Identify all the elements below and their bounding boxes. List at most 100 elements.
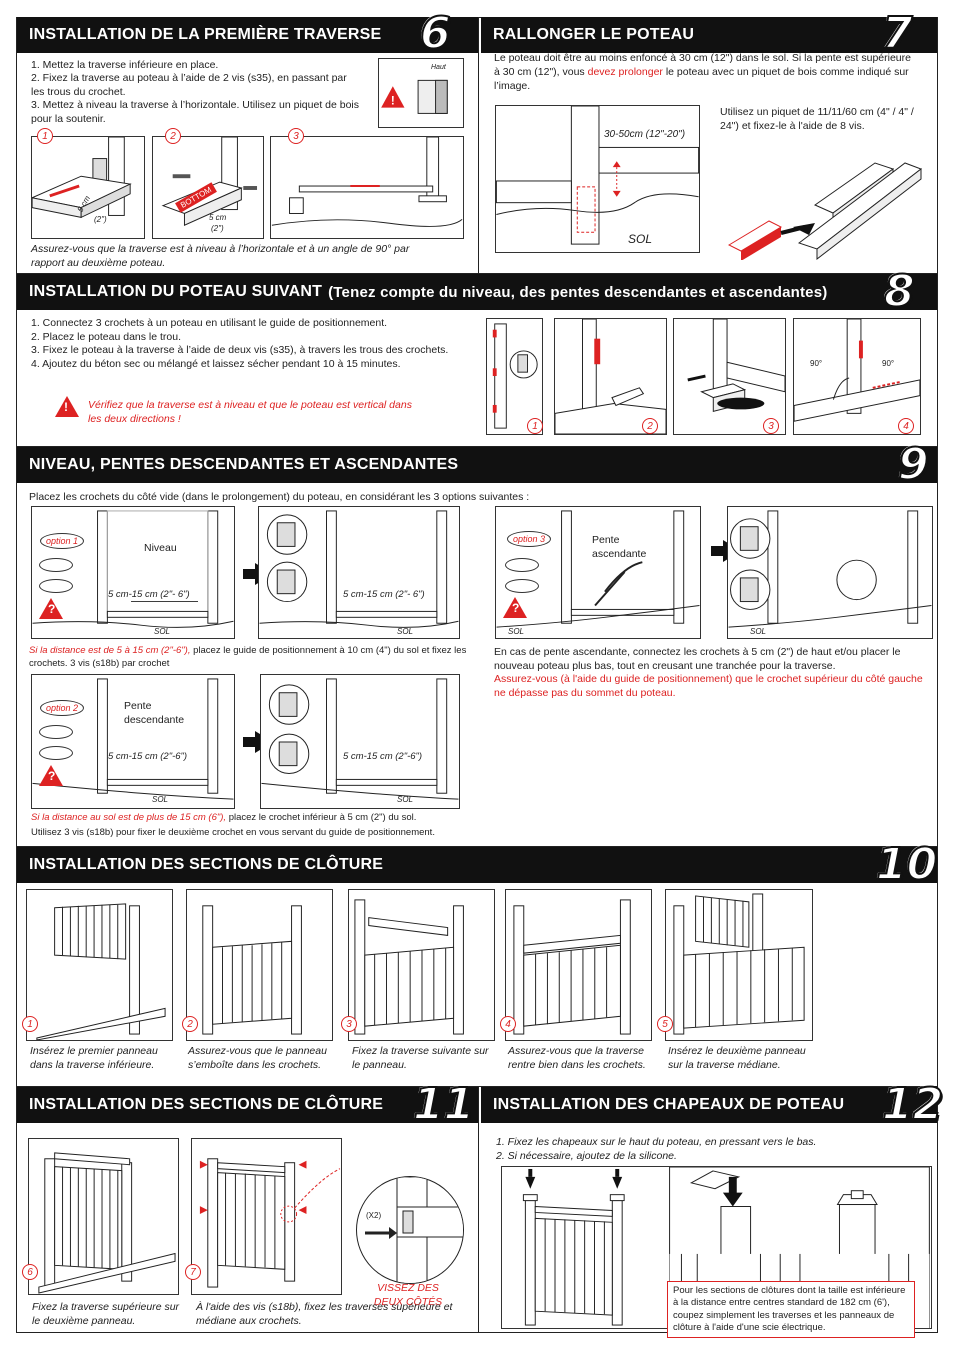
s9-sol-6: SOL [750,627,767,636]
s10-fig-num-4: 4 [500,1016,516,1032]
s9-range-1: 5 cm-15 cm (2"- 6") [108,589,190,600]
step-number-11: 11 [412,1079,475,1130]
section-6-title: INSTALLATION DE LA PREMIÈRE TRAVERSE [29,26,382,43]
s9-option1-question-icon: ? [39,598,63,619]
s9-range-2: 5 cm-15 cm (2"- 6") [343,589,425,600]
s10-figure-4 [505,889,652,1041]
s6-s7-divider [478,17,479,273]
s11-vissez-label: VISSEZ DES DEUX CÔTÉS [373,1282,443,1309]
step-number-9: 9 [897,439,930,490]
s9-sol-1: SOL [154,627,171,636]
s9-option2-badge: option 2 [40,700,85,716]
s12-step-2: 2. Si nécessaire, ajoutez de la silicone… [496,1150,677,1162]
s9-option1-badge: option 1 [40,533,85,549]
row4-divider [17,1086,938,1087]
s9-option3-question-icon: ? [503,597,527,618]
section-11-title: INSTALLATION DES SECTIONS DE CLÔTURE [29,1096,384,1113]
s7-stake-illustration [725,135,935,261]
s10-caption-4: Assurez-vous que la traverse rentre bien… [508,1045,646,1072]
step-number-10: 10 [875,839,938,890]
row1-divider [17,273,938,274]
s8-warning-text: Vérifiez que la traverse est à niveau et… [88,399,412,426]
s7-side-text: Utilisez un piquet de 11/11/60 cm (4" / … [720,106,914,133]
section-9-title: NIVEAU, PENTES DESCENDANTES ET ASCENDANT… [29,456,459,473]
s9-sol-5: SOL [508,627,525,636]
s6-bracket-illustration: ! Haut [378,58,464,128]
s7-sol-label: SOL [628,232,653,246]
s9-option3-badge: option 3 [507,531,552,547]
s11-detail-circle [356,1176,464,1284]
s7-depth-label: 30-50cm (12"-20") [604,129,686,140]
s10-fig-num-5: 5 [657,1016,673,1032]
s6-fig2-dim: 5 cm [209,213,227,222]
s8-figure-3 [673,318,786,435]
s8-fig-num-4: 4 [898,418,914,434]
section-9-header: NIVEAU, PENTES DESCENDANTES ET ASCENDANT… [17,447,937,483]
s8-figure-1 [486,318,543,435]
s6-step-2: 2. Fixez la traverse au poteau à l’aide … [31,72,347,99]
s10-caption-1: Insérez le premier panneau dans la trave… [30,1045,158,1072]
s9-sol-4: SOL [397,795,414,804]
section-7-title: RALLONGER LE POTEAU [493,26,695,43]
s6-fig-num-3: 3 [288,128,304,144]
section-10-header: INSTALLATION DES SECTIONS DE CLÔTURE [17,847,937,883]
s8-step-4: 4. Ajoutez du béton sec ou mélangé et la… [31,358,401,370]
step-number-6: 6 [419,8,452,59]
s6-caption: Assurez-vous que la traverse est à nivea… [31,243,410,270]
s9-note1-text: placez le guide de positionnement à 10 c… [29,645,467,669]
s9-option2-oval-1 [39,725,73,739]
s11-caption-6: Fixez la traverse supérieure sur le deux… [32,1301,180,1328]
s9-option1-detail-figure: 5 cm-15 cm (2"- 6") SOL [258,506,460,639]
section-6-header: INSTALLATION DE LA PREMIÈRE TRAVERSE [17,17,478,53]
svg-text:!: ! [391,95,395,108]
s8-figure-4: 90° 90° [793,318,921,435]
s7-text-a: Le poteau doit être au moins enfoncé à 3… [494,52,911,79]
s10-fig-num-1: 1 [22,1016,38,1032]
s9-option3-oval-1 [505,558,539,572]
s10-fig-num-2: 2 [182,1016,198,1032]
s9-option3-detail-figure: SOL [727,506,933,639]
s9-q-2: ? [48,769,56,783]
s9-note2-red: Si la distance au sol est de plus de 15 … [31,812,227,823]
s9-option1-oval-1 [39,558,73,572]
s9-option1-oval-2 [39,579,73,593]
step-number-8: 8 [883,266,916,317]
s8-fig-num-3: 3 [763,418,779,434]
s9-sol-2: SOL [397,627,414,636]
s9-option2-label: Pente descendante [124,700,185,727]
s9-note-2b: Utilisez 3 vis (s18b) pour fixer le deux… [31,827,435,838]
s9-q-3: ? [512,601,520,615]
row3-divider [17,846,938,847]
s8-figure-2 [554,318,667,435]
s9-option2-oval-2 [39,746,73,760]
s10-fig-num-3: 3 [341,1016,357,1032]
s6-figure-3 [270,136,464,239]
section-12-header: INSTALLATION DES CHAPEAUX DE POTEAU [481,1087,937,1123]
step-number-7: 7 [881,8,914,59]
s7-text: Le poteau doit être au moins enfoncé à 3… [494,51,919,94]
s8-fig-num-1: 1 [527,418,543,434]
step-number-12: 12 [881,1079,944,1130]
s9-intro: Placez les crochets du côté vide (dans l… [29,491,530,503]
section-8-subtitle: (Tenez compte du niveau, des pentes desc… [328,283,828,301]
section-8-header: INSTALLATION DU POTEAU SUIVANT (Tenez co… [17,274,937,310]
s11-x2-label: (X2) [366,1211,382,1220]
s6-fig-num-2: 2 [165,128,181,144]
s10-figure-1 [26,889,173,1041]
s6-fig2-dim-inch: (2") [211,224,224,233]
s9-note2-text: placez le crochet inférieur à 5 cm (2") … [226,812,417,823]
s6-figure-1: 5 cm (2") [31,136,145,239]
s9-q-1: ? [48,602,56,616]
s6-step-3: 3. Mettez à niveau la traverse à l’horiz… [31,99,360,126]
s8-step-2: 2. Placez le poteau dans le trou. [31,331,182,343]
s6-fig1-dim-inch: (2") [94,215,107,224]
s6-figure-2: BOTTOM 5 cm (2") [152,136,264,239]
s9-option3-figure: Pente ascendante SOL [495,506,701,639]
s12-step-1: 1. Fixez les chapeaux sur le haut du pot… [496,1136,817,1148]
s9-option1-figure: Niveau 5 cm-15 cm (2"- 6") SOL [31,506,235,639]
s10-figure-2 [186,889,333,1041]
s6-fig-num-1: 1 [37,128,53,144]
section-11-header: INSTALLATION DES SECTIONS DE CLÔTURE [17,1087,478,1123]
s10-caption-3: Fixez la traverse suivante sur le pannea… [352,1045,489,1072]
s8-warning-icon: ! [55,396,79,417]
